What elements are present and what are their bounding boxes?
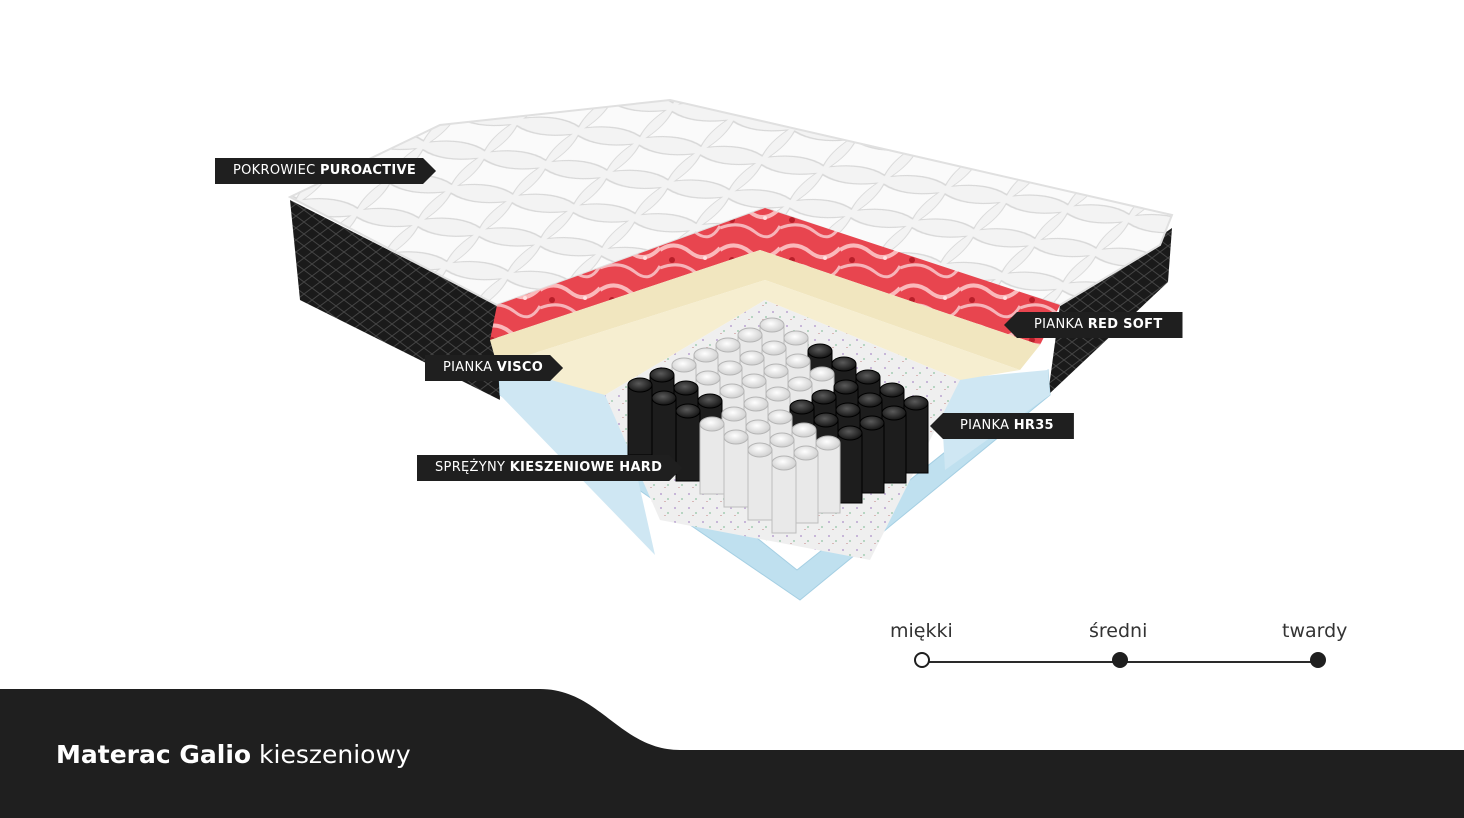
- pocket-springs: [627, 317, 929, 534]
- label-red-soft-prefix: PIANKA: [1034, 317, 1084, 332]
- label-springs-bold: KIESZENIOWE HARD: [509, 460, 663, 475]
- label-red-soft-bold: RED SOFT: [1087, 317, 1163, 332]
- firmness-dot-hard: [1310, 652, 1326, 668]
- firmness-dot-soft: [914, 652, 930, 668]
- label-springs: SPRĘŻYNY KIESZENIOWE HARD: [417, 455, 682, 481]
- mattress-side-left: [290, 200, 500, 400]
- label-cover-bold: PUROACTIVE: [319, 163, 417, 178]
- label-springs-prefix: SPRĘŻYNY: [435, 460, 506, 475]
- label-hr35-bold: HR35: [1013, 418, 1054, 433]
- firmness-label-soft: miękki: [890, 620, 953, 642]
- firmness-label-hard: twardy: [1282, 620, 1348, 642]
- product-title-bold: Materac Galio: [56, 740, 252, 769]
- product-title-rest: kieszeniowy: [259, 740, 411, 769]
- label-red-soft: PIANKA RED SOFT: [1004, 312, 1183, 338]
- label-visco-bold: VISCO: [496, 360, 544, 375]
- label-visco-prefix: PIANKA: [443, 360, 493, 375]
- label-hr35: PIANKA HR35: [930, 413, 1074, 439]
- red-soft-foam-layer: [490, 208, 1060, 345]
- product-title: Materac Galio kieszeniowy: [56, 740, 411, 769]
- label-cover-prefix: POKROWIEC: [233, 163, 316, 178]
- visco-foam-layer: [490, 250, 1040, 370]
- label-visco: PIANKA VISCO: [425, 355, 563, 381]
- footer-band: [0, 689, 1464, 818]
- label-hr35-prefix: PIANKA: [960, 418, 1010, 433]
- firmness-label-medium: średni: [1089, 620, 1148, 642]
- firmness-dot-medium: [1112, 652, 1128, 668]
- label-cover: POKROWIEC PUROACTIVE: [215, 158, 436, 184]
- mattress-side-right: [1048, 228, 1172, 395]
